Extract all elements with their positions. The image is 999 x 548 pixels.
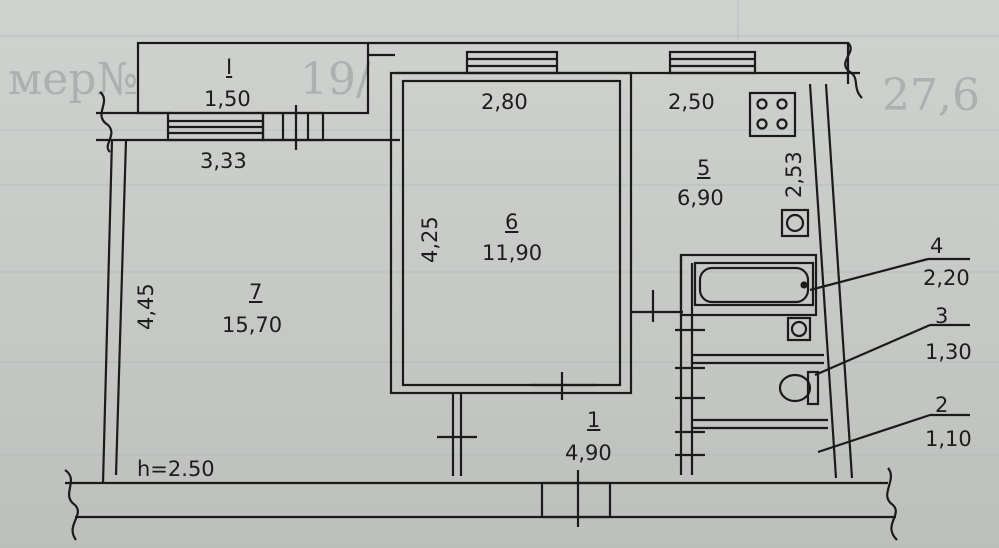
wall-break-bottom-right bbox=[886, 467, 898, 541]
kitchen-sink-icon bbox=[780, 208, 810, 238]
wall-balcony bbox=[136, 41, 370, 115]
room-number-3: 3 bbox=[935, 304, 949, 328]
form-grid-lines bbox=[0, 0, 999, 456]
room-number-1: 1 bbox=[587, 408, 601, 432]
room-area-6: 11,90 bbox=[482, 241, 543, 265]
room-area-balcony: 1,50 bbox=[204, 87, 251, 111]
room-area-5: 6,90 bbox=[677, 186, 724, 210]
wall-room7-left bbox=[101, 139, 114, 484]
stove-icon bbox=[748, 91, 797, 138]
dimension-kitchen-depth: 2,53 bbox=[782, 151, 806, 198]
background-ghost-text: мер№ bbox=[8, 54, 139, 105]
room-area-3: 1,30 bbox=[925, 340, 972, 364]
room-area-4: 2,20 bbox=[923, 266, 970, 290]
door-balcony bbox=[261, 111, 325, 142]
dimension-room6-width: 2,80 bbox=[481, 90, 528, 114]
wall-kitchen-right bbox=[824, 83, 854, 479]
wall-break-left bbox=[99, 91, 113, 153]
wall-top bbox=[368, 41, 850, 84]
room-number-5: 5 bbox=[697, 156, 711, 180]
sink-icon bbox=[786, 316, 812, 342]
dimension-room7-depth: 4,45 bbox=[134, 283, 158, 330]
room-number-6: 6 bbox=[505, 210, 519, 234]
room-area-7: 15,70 bbox=[222, 313, 283, 337]
dimension-hall-width: 3,33 bbox=[200, 149, 247, 173]
room-area-1: 4,90 bbox=[565, 441, 612, 465]
room-area-2: 1,10 bbox=[925, 427, 972, 451]
room-number-balcony: I bbox=[226, 55, 233, 79]
bathtub-icon bbox=[698, 266, 810, 304]
room-number-4: 4 bbox=[930, 234, 944, 258]
room-number-2: 2 bbox=[935, 393, 949, 417]
door-entrance bbox=[540, 481, 612, 519]
wall-break-top-right bbox=[844, 42, 863, 99]
toilet-icon bbox=[778, 373, 812, 403]
window-kitchen bbox=[668, 50, 757, 75]
background-ghost-text: 27,6 bbox=[882, 70, 980, 121]
wall-break-bottom-left bbox=[64, 469, 79, 541]
dimension-kitchen-width: 2,50 bbox=[668, 90, 715, 114]
ceiling-height-label: h=2.50 bbox=[137, 457, 215, 481]
dimension-room6-depth: 4,25 bbox=[418, 216, 442, 263]
room-number-7: 7 bbox=[249, 280, 263, 304]
window-room6 bbox=[465, 50, 559, 75]
background-ghost-text: 19/ bbox=[300, 54, 371, 105]
